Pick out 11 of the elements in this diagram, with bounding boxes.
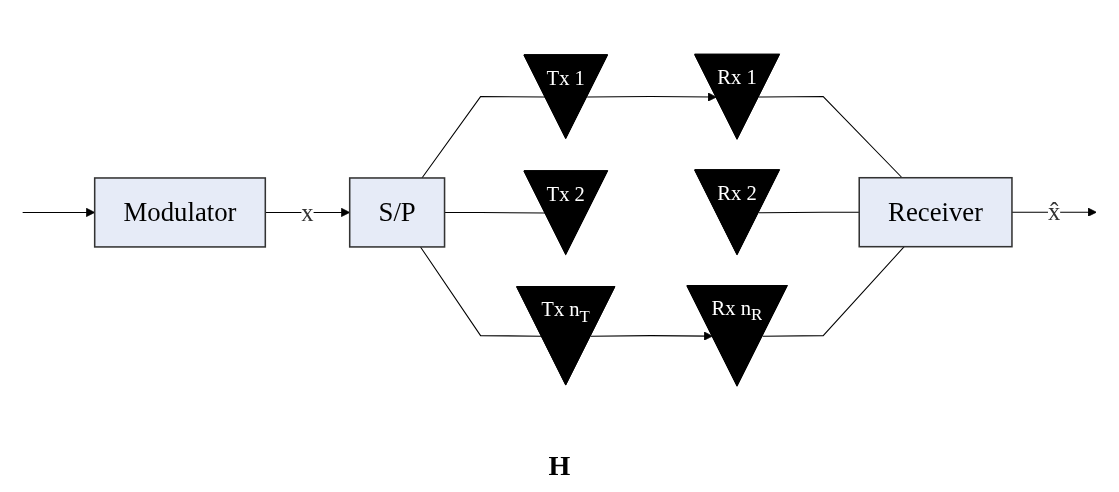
edge-label: x̂ [1047, 198, 1061, 226]
connector [758, 211, 860, 214]
connector [762, 246, 905, 337]
node-box: Modulator [93, 177, 267, 248]
edge-label: x [301, 199, 314, 226]
arrow [586, 92, 717, 102]
arrow [590, 331, 713, 341]
connector [758, 96, 903, 179]
node-box: Receiver [858, 176, 1013, 248]
node-box: S/P [348, 177, 446, 248]
channel-matrix-label: H [548, 450, 571, 482]
